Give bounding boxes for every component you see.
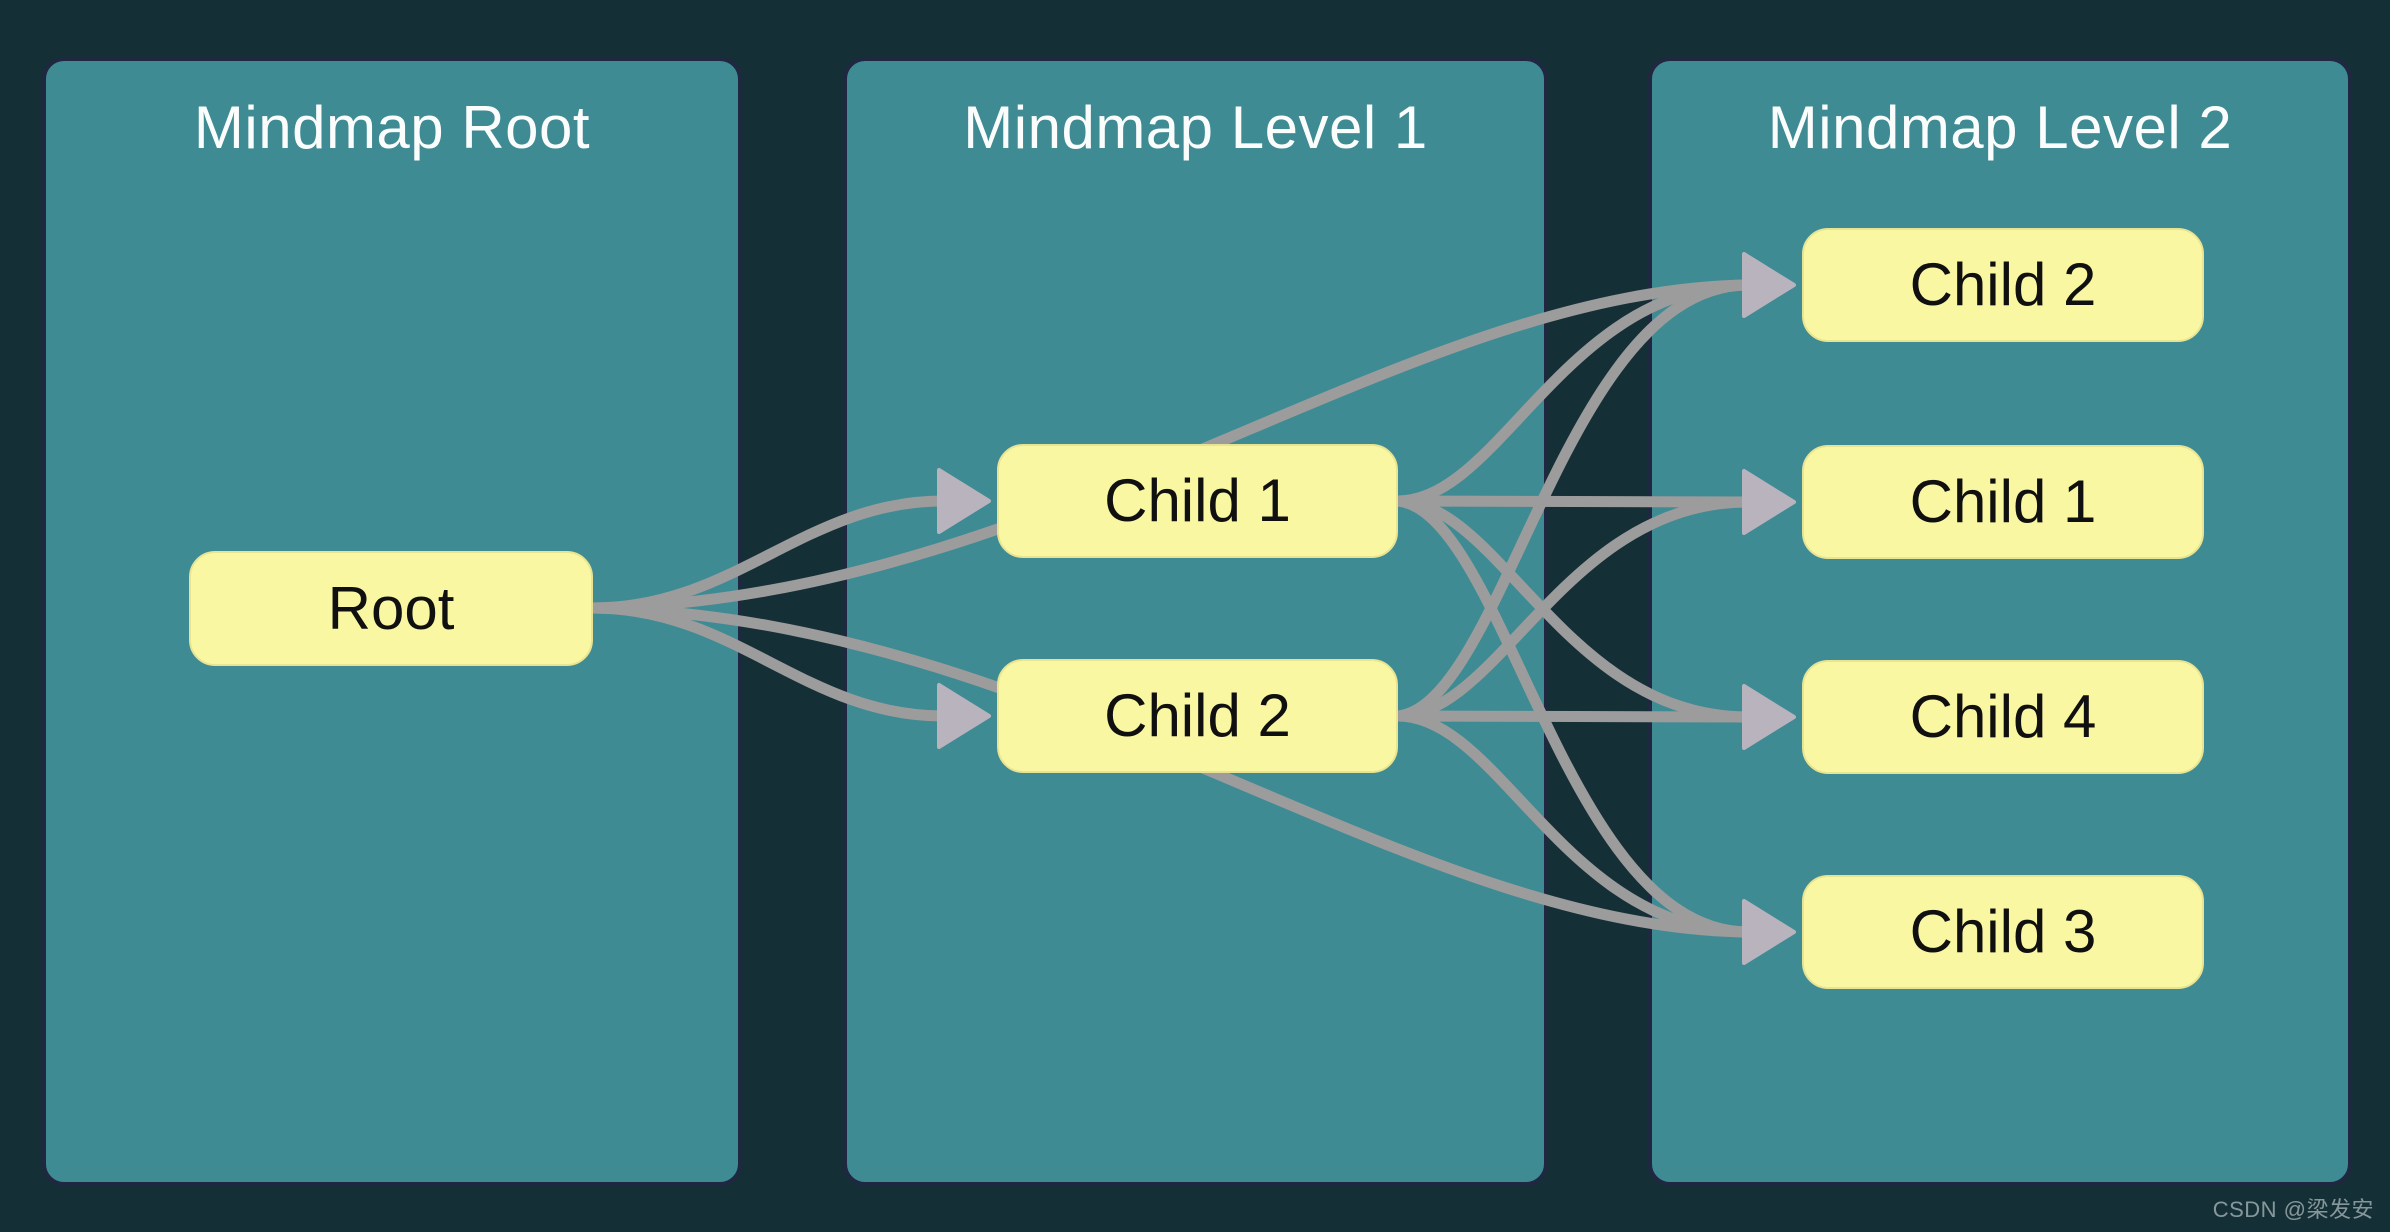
node-level1-child2: Child 2 bbox=[997, 659, 1398, 773]
node-root: Root bbox=[189, 551, 593, 666]
subgraph-mindmap-level1: Mindmap Level 1 bbox=[843, 57, 1548, 1186]
node-level1-child1: Child 1 bbox=[997, 444, 1398, 558]
node-level2-child3: Child 3 bbox=[1802, 875, 2204, 989]
subgraph-title: Mindmap Level 2 bbox=[1767, 94, 2233, 161]
subgraph-title: Mindmap Root bbox=[193, 94, 591, 161]
node-level2-child4: Child 4 bbox=[1802, 660, 2204, 774]
node-level2-child2: Child 2 bbox=[1802, 228, 2204, 342]
subgraph-mindmap-level2: Mindmap Level 2 bbox=[1648, 57, 2352, 1186]
node-level2-child1: Child 1 bbox=[1802, 445, 2204, 559]
watermark: CSDN @梁发安 bbox=[2212, 1197, 2374, 1222]
subgraph-title: Mindmap Level 1 bbox=[963, 94, 1428, 161]
